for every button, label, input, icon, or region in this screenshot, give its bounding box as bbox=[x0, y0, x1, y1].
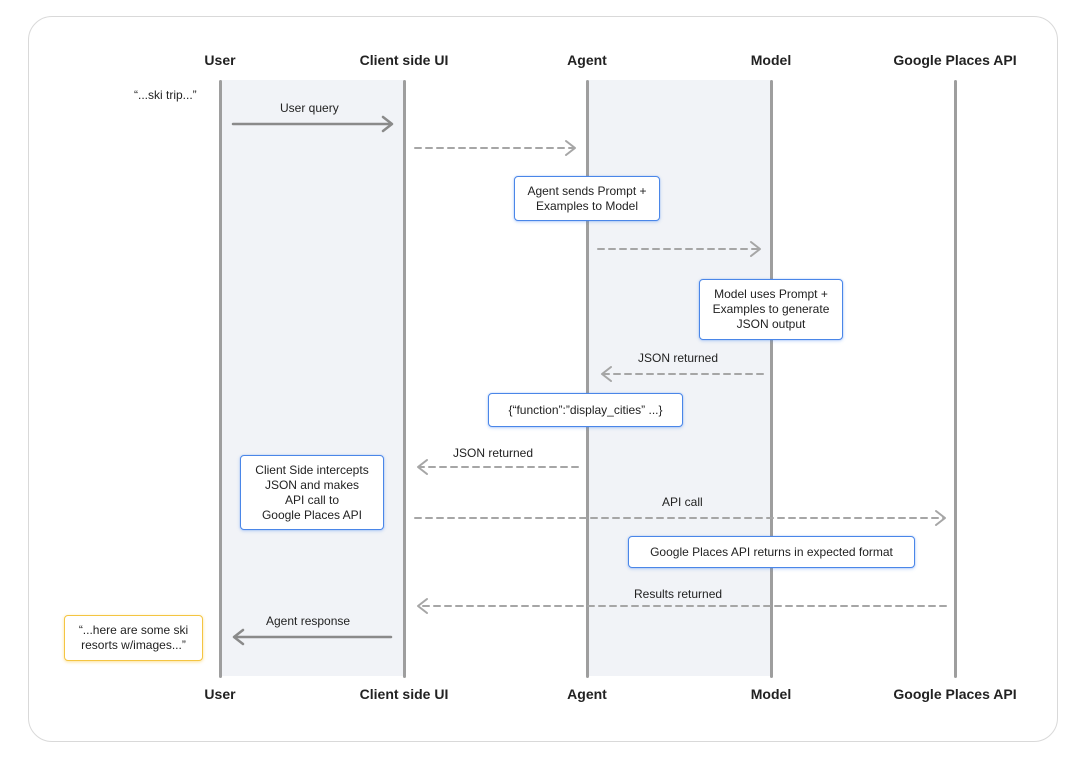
arrow-agent-response bbox=[232, 628, 393, 646]
note-final-response: “...here are some ski resorts w/images..… bbox=[64, 615, 203, 661]
band-user-client bbox=[221, 80, 405, 676]
arrow-json-returned-agent bbox=[417, 459, 579, 475]
note-model-uses-prompt: Model uses Prompt + Examples to generate… bbox=[699, 279, 843, 340]
label-client-ui-top: Client side UI bbox=[359, 52, 449, 68]
arrow-client-to-agent bbox=[414, 140, 576, 156]
arrow-agent-to-model bbox=[597, 241, 761, 257]
lifeline-model bbox=[770, 80, 773, 678]
label-user-top: User bbox=[204, 52, 236, 68]
user-quote: “...ski trip...” bbox=[134, 88, 197, 102]
lifeline-user bbox=[219, 80, 222, 678]
label-agent-response: Agent response bbox=[266, 614, 351, 628]
note-function-json: {“function”:”display_cities” ...} bbox=[488, 393, 683, 427]
label-user-query: User query bbox=[280, 101, 339, 115]
lifeline-agent bbox=[586, 80, 589, 678]
label-api-call: API call bbox=[662, 495, 703, 509]
label-json-returned-agent: JSON returned bbox=[453, 446, 534, 460]
lifeline-client-ui bbox=[403, 80, 406, 678]
label-model-top: Model bbox=[750, 52, 792, 68]
label-places-api-top: Google Places API bbox=[893, 52, 1017, 68]
arrow-user-query bbox=[231, 115, 394, 133]
note-agent-sends-prompt: Agent sends Prompt + Examples to Model bbox=[514, 176, 660, 221]
label-agent-bottom: Agent bbox=[567, 686, 607, 702]
label-user-bottom: User bbox=[204, 686, 236, 702]
note-places-returns: Google Places API returns in expected fo… bbox=[628, 536, 915, 568]
arrow-json-returned-model bbox=[601, 366, 764, 382]
lifeline-places-api bbox=[954, 80, 957, 678]
label-client-ui-bottom: Client side UI bbox=[359, 686, 449, 702]
label-json-returned-model: JSON returned bbox=[638, 351, 719, 365]
arrow-api-call bbox=[414, 510, 946, 526]
note-client-intercepts: Client Side intercepts JSON and makes AP… bbox=[240, 455, 384, 530]
label-model-bottom: Model bbox=[750, 686, 792, 702]
label-places-api-bottom: Google Places API bbox=[893, 686, 1017, 702]
label-agent-top: Agent bbox=[567, 52, 607, 68]
label-results-returned: Results returned bbox=[634, 587, 723, 601]
arrow-results-returned bbox=[417, 598, 947, 614]
